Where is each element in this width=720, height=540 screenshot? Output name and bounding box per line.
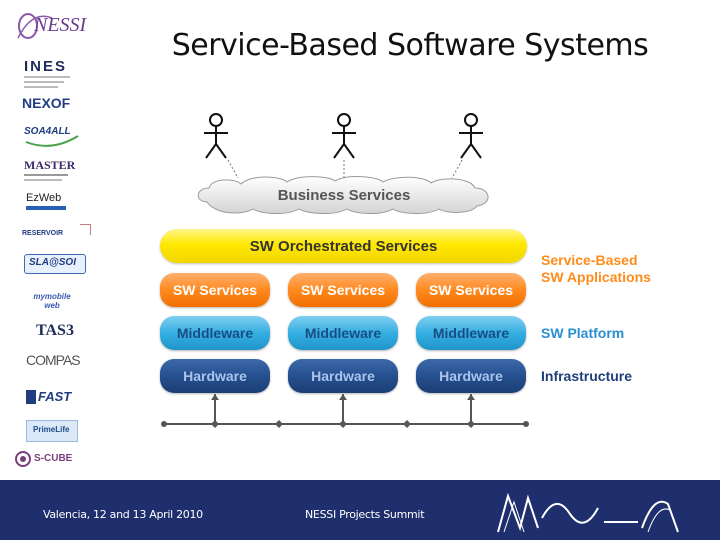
nessi-logo: NESSI [12, 8, 92, 42]
applications-label-line1: Service-Based [541, 252, 638, 268]
s-cube-logo: S-CUBE [14, 450, 88, 468]
middleware-box: Middleware [288, 316, 398, 350]
architecture-diagram: Business Services SW Orchestrated Servic… [160, 113, 651, 428]
business-services-label: Business Services [277, 186, 411, 204]
user-icon [332, 113, 356, 159]
hardware-box: Hardware [288, 359, 398, 393]
fast-logo: FAST [26, 388, 82, 406]
footer-event-name: NESSI Projects Summit [305, 508, 425, 521]
reservoir-logo: RESERVOIR [22, 224, 92, 242]
s-cube-swirl-icon [15, 451, 31, 467]
middleware-box: Middleware [160, 316, 270, 350]
business-services-cloud [197, 176, 489, 214]
applications-label-line2: SW Applications [541, 269, 651, 285]
soa4all-swoosh-icon [25, 135, 79, 147]
applications-label: Service-Based SW Applications [541, 252, 651, 286]
ines-logo: INES [24, 58, 84, 90]
footer-date-location: Valencia, 12 and 13 April 2010 [43, 508, 203, 521]
sw-services-box: SW Services [416, 273, 526, 307]
hardware-box: Hardware [160, 359, 270, 393]
slide-title: Service-Based Software Systems [171, 28, 649, 63]
soa4all-logo: SOA4ALL [24, 122, 80, 150]
sla-soi-logo: SLA@SOI [24, 254, 86, 274]
hardware-box: Hardware [416, 359, 526, 393]
footer-bar [0, 480, 720, 540]
user-icon [204, 113, 228, 159]
orchestrated-services-bar: SW Orchestrated Services [160, 229, 527, 263]
master-logo: MASTER [24, 158, 84, 184]
nessi-swirl-icon [17, 13, 53, 39]
primelife-logo: PrimeLife [26, 420, 78, 442]
user-icon [459, 113, 483, 159]
compas-logo: COMPAS [26, 352, 81, 368]
sw-services-box: SW Services [160, 273, 270, 307]
ezweb-logo: EzWeb [26, 192, 70, 212]
tas3-logo: TAS3 [36, 322, 74, 339]
partner-logos: NESSI INES NEXOF SOA4ALL MASTER EzWeb RE… [0, 0, 110, 480]
network-bus [161, 394, 529, 428]
infrastructure-label: Infrastructure [541, 368, 633, 384]
middleware-box: Middleware [416, 316, 526, 350]
platform-label: SW Platform [541, 325, 625, 341]
footer-wave-logo [497, 492, 679, 533]
mymobileweb-logo: mymobile web [33, 292, 71, 310]
sw-services-box: SW Services [288, 273, 398, 307]
user-connectors [227, 159, 463, 179]
nexof-logo: NEXOF [22, 95, 71, 111]
